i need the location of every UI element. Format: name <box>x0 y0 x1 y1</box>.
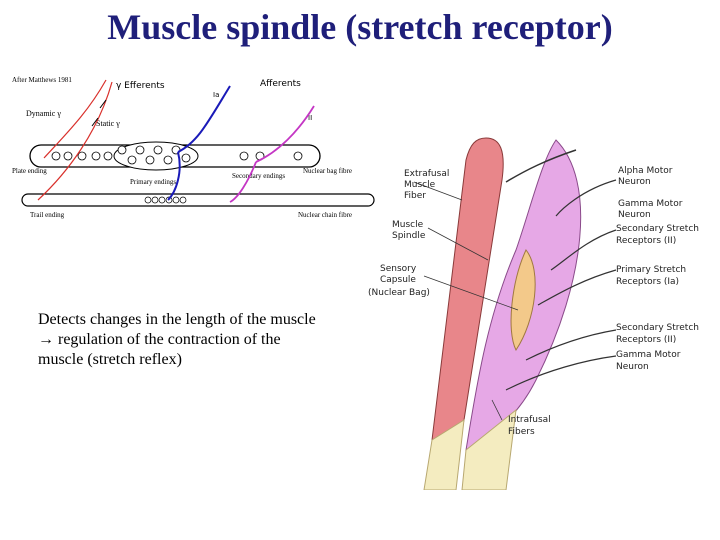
dynamic-gamma-fibre <box>43 79 107 159</box>
secondary-top-label-2: Receptors (II) <box>616 236 676 246</box>
intrafusal-schematic-diagram: After Matthews 1981 γ Efferents Afferent… <box>12 76 375 219</box>
static-gamma-fibre <box>37 81 113 201</box>
alpha-motor-label-1: Alpha Motor <box>618 166 673 176</box>
nuclear-bag-label: Nuclear bag fibre <box>303 167 352 175</box>
gamma-motor-bottom-label-1: Gamma Motor <box>616 350 681 360</box>
muscle-spindle-illustration: Extrafusal Muscle Fiber Muscle Spindle S… <box>368 137 699 490</box>
secondary-top-label-1: Secondary Stretch <box>616 224 699 234</box>
ia-label: Ia <box>213 91 219 99</box>
primary-endings-label: Primary endings <box>130 178 176 186</box>
gamma-motor-bottom-label-2: Neuron <box>616 362 649 372</box>
nuclear-chain-label: Nuclear chain fibre <box>298 211 352 219</box>
gamma-motor-top-label-1: Gamma Motor <box>618 199 683 209</box>
primary-label-1: Primary Stretch <box>616 265 686 275</box>
static-arrow-icon <box>91 117 99 127</box>
afferents-label: Afferents <box>260 79 301 89</box>
extrafusal-label-3: Fiber <box>404 191 426 201</box>
description-line-2: → regulation of the contraction of the <box>38 331 281 348</box>
efferents-label: γ Efferents <box>116 81 165 91</box>
ia-afferent-fibre <box>167 85 231 201</box>
slide-title: Muscle spindle (stretch receptor) <box>107 7 613 47</box>
gamma-motor-nerve-top <box>555 179 617 217</box>
intrafusal-label-2: Fibers <box>508 427 535 437</box>
ii-label: II <box>308 114 312 122</box>
secondary-endings-label: Secondary endings <box>232 172 285 180</box>
sensory-capsule-label-3: (Nuclear Bag) <box>368 288 430 298</box>
primary-label-2: Receptors (Ia) <box>616 277 679 287</box>
primary-nerve <box>537 269 617 306</box>
extrafusal-label-1: Extrafusal <box>404 169 449 179</box>
gamma-motor-top-label-2: Neuron <box>618 210 651 220</box>
bag-nuclei <box>51 145 303 165</box>
nuclear-bag-shape <box>510 249 536 351</box>
alpha-motor-nerve <box>505 149 577 183</box>
trail-ending-label: Trail ending <box>30 211 65 219</box>
tendon-right <box>461 408 517 490</box>
secondary-nerve-top <box>550 229 617 271</box>
sensory-capsule-label-2: Capsule <box>380 275 416 285</box>
muscle-spindle-label-2: Spindle <box>392 231 426 241</box>
secondary-bottom-label-2: Receptors (II) <box>616 335 676 345</box>
secondary-bottom-label-1: Secondary Stretch <box>616 323 699 333</box>
plate-ending-label: Plate ending <box>12 167 47 175</box>
static-label: Static γ <box>96 119 120 128</box>
dynamic-arrow-icon <box>99 99 107 109</box>
extrafusal-pointer <box>413 181 463 201</box>
intrafusal-label-1: Intrafusal <box>508 415 551 425</box>
muscle-spindle-label-1: Muscle <box>392 220 424 230</box>
gamma-motor-nerve-bottom <box>505 355 617 391</box>
tendon-left <box>423 419 465 490</box>
dynamic-label: Dynamic γ <box>26 109 61 118</box>
description-line-1: Detects changes in the length of the mus… <box>38 311 316 328</box>
source-label: After Matthews 1981 <box>12 76 72 84</box>
capsule-pointer <box>423 275 519 311</box>
description-text: Detects changes in the length of the mus… <box>38 310 368 370</box>
extrafusal-label-2: Muscle <box>404 180 436 190</box>
nuclear-chain-fibre <box>21 193 375 207</box>
intrafusal-pointer <box>491 399 503 421</box>
ii-afferent-fibre <box>229 105 315 203</box>
description-line-3: muscle (stretch reflex) <box>38 351 182 368</box>
alpha-motor-label-2: Neuron <box>618 177 651 187</box>
secondary-nerve-bottom <box>525 329 617 361</box>
spindle-pointer <box>427 227 489 261</box>
sensory-capsule-label-1: Sensory <box>380 264 417 274</box>
